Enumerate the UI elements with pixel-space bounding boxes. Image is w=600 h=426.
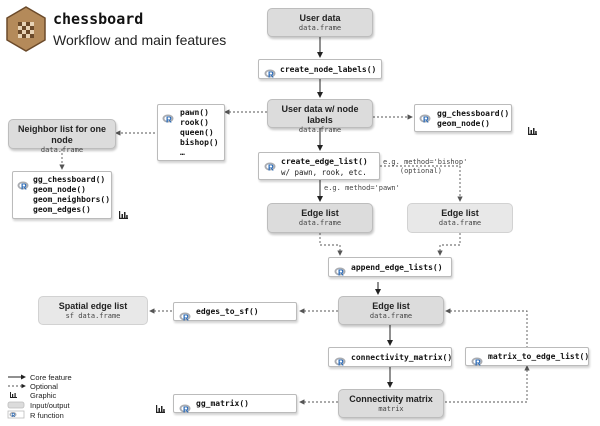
svg-text:R: R bbox=[338, 269, 344, 277]
spatial-edge-list-box: Spatial edge list sf data.frame bbox=[38, 296, 148, 325]
gg-chessboard-right-box: R gg_chessboard() geom_node() bbox=[414, 104, 512, 132]
function-name: edges_to_sf() bbox=[196, 307, 259, 316]
function-name: bishop() bbox=[180, 138, 219, 147]
pieces-box: R pawn() rook() queen() bishop() … bbox=[157, 104, 225, 161]
svg-text:R: R bbox=[12, 413, 16, 419]
box-title: Neighbor list for one node bbox=[17, 124, 106, 145]
note-method-bishop: e.g. method='bishop' (optional) bbox=[383, 158, 468, 175]
arrow-optional bbox=[319, 233, 343, 256]
gg-matrix-box: R gg_matrix() bbox=[173, 394, 297, 415]
create-node-labels-box: R create_node_labels() bbox=[258, 59, 382, 80]
gg-chessboard-left-box: R gg_chessboard() geom_node() geom_neigh… bbox=[12, 171, 112, 219]
function-name: pawn() bbox=[180, 108, 209, 117]
function-name: create_edge_list() bbox=[281, 157, 368, 166]
box-title: Edge list bbox=[441, 208, 479, 218]
svg-text:R: R bbox=[268, 71, 274, 79]
box-type: data.frame bbox=[438, 219, 482, 227]
box-type: data.frame bbox=[40, 146, 84, 154]
connectivity-matrix-box: Connectivity matrix matrix bbox=[338, 389, 444, 418]
arrow-optional bbox=[380, 165, 463, 202]
svg-text:R: R bbox=[268, 164, 274, 172]
arrow-optional bbox=[445, 308, 528, 348]
edge-list-box-2: Edge list data.frame bbox=[407, 203, 513, 233]
legend-rfunc: R function bbox=[30, 411, 64, 420]
svg-text:R: R bbox=[475, 359, 481, 367]
arrow-optional bbox=[441, 365, 530, 403]
user-data-box: User data data.frame bbox=[267, 8, 373, 37]
function-name: geom_edges() bbox=[33, 205, 91, 214]
legend-core: Core feature bbox=[30, 373, 72, 382]
svg-text:R: R bbox=[166, 116, 172, 124]
matrix-to-edge-list-box: R matrix_to_edge_list() bbox=[465, 347, 590, 368]
r-logo-icon: R bbox=[334, 353, 346, 368]
box-title: Edge list bbox=[372, 301, 410, 311]
r-logo-icon: R bbox=[179, 308, 191, 323]
edge-list-main-box: Edge list data.frame bbox=[338, 296, 444, 325]
append-edge-lists-box: R append_edge_lists() bbox=[328, 257, 452, 278]
hex-logo bbox=[6, 6, 46, 52]
function-name: gg_chessboard() bbox=[33, 175, 106, 184]
box-title: Edge list bbox=[301, 208, 339, 218]
box-type: data.frame bbox=[369, 312, 413, 320]
graphic-icon bbox=[528, 122, 537, 135]
legend-graphic: Graphic bbox=[30, 391, 57, 400]
box-title: Connectivity matrix bbox=[349, 394, 433, 404]
legend-symbols: R bbox=[7, 374, 26, 419]
user-data-labels-box: User data w/ node labels data.frame bbox=[267, 99, 373, 134]
package-name: chessboard bbox=[53, 10, 144, 28]
function-name: geom_neighbors() bbox=[33, 195, 111, 204]
function-name: geom_node() bbox=[33, 185, 86, 194]
svg-text:R: R bbox=[423, 116, 429, 124]
graphic-icon bbox=[156, 400, 165, 413]
box-title: User data bbox=[299, 13, 341, 23]
function-name: append_edge_lists() bbox=[351, 263, 443, 272]
function-name: queen() bbox=[180, 128, 214, 137]
box-type: data.frame bbox=[298, 126, 342, 134]
r-logo-icon: R bbox=[334, 263, 346, 278]
svg-text:R: R bbox=[338, 359, 344, 367]
arrow-optional bbox=[437, 233, 461, 256]
legend: R Core feature Optional Graphic Input/ou… bbox=[6, 373, 116, 423]
function-name: create_node_labels() bbox=[280, 65, 377, 74]
r-logo-icon: R bbox=[471, 353, 483, 368]
r-logo-icon: R bbox=[162, 110, 174, 125]
edges-to-sf-box: R edges_to_sf() bbox=[173, 302, 297, 323]
legend-io: Input/output bbox=[30, 401, 70, 410]
function-name: gg_matrix() bbox=[196, 399, 249, 408]
r-logo-icon: R bbox=[17, 177, 29, 192]
box-type: data.frame bbox=[298, 24, 342, 32]
create-edge-list-box: R create_edge_list() w/ pawn, rook, etc. bbox=[258, 152, 380, 180]
r-logo-icon: R bbox=[179, 400, 191, 415]
r-logo-icon: R bbox=[264, 158, 276, 173]
box-title: User data w/ node labels bbox=[281, 104, 359, 125]
function-name: geom_node() bbox=[437, 119, 490, 128]
svg-text:R: R bbox=[21, 183, 27, 191]
box-title: Spatial edge list bbox=[58, 301, 128, 311]
function-subtext: w/ pawn, rook, etc. bbox=[281, 168, 367, 177]
function-name: gg_chessboard() bbox=[437, 109, 510, 118]
note-method-pawn: e.g. method='pawn' bbox=[324, 184, 400, 192]
page-subtitle: Workflow and main features bbox=[53, 32, 227, 48]
function-name: matrix_to_edge_list() bbox=[488, 352, 590, 361]
box-type: matrix bbox=[378, 405, 404, 413]
function-name: rook() bbox=[180, 118, 209, 127]
ellipsis-text: … bbox=[180, 148, 185, 157]
edge-list-box-1: Edge list data.frame bbox=[267, 203, 373, 233]
svg-text:R: R bbox=[183, 314, 189, 322]
box-type: sf data.frame bbox=[65, 312, 121, 320]
box-type: data.frame bbox=[298, 219, 342, 227]
r-logo-icon: R bbox=[419, 110, 431, 125]
svg-text:R: R bbox=[183, 406, 189, 414]
neighbor-list-box: Neighbor list for one node data.frame bbox=[8, 119, 116, 154]
legend-optional: Optional bbox=[30, 382, 58, 391]
r-logo-icon: R bbox=[264, 65, 276, 80]
function-name: connectivity_matrix() bbox=[351, 353, 453, 362]
graphic-icon bbox=[119, 206, 128, 219]
connectivity-matrix-fn-box: R connectivity_matrix() bbox=[328, 347, 453, 368]
